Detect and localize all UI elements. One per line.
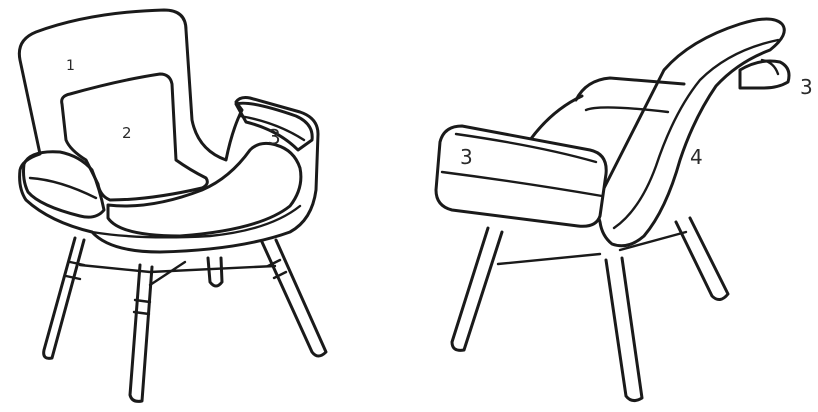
rear-chair-legs xyxy=(452,218,728,401)
front-chair-legs xyxy=(44,238,326,401)
label-armrest: 3 xyxy=(268,125,281,149)
rear-chair-handle xyxy=(740,61,789,88)
label-shell: 1 xyxy=(66,58,75,74)
front-chair-view: 1 2 3 xyxy=(19,10,326,401)
rear-chair-armrest xyxy=(436,126,606,226)
label-side-panel: 4 xyxy=(690,145,703,169)
rear-chair-shell xyxy=(598,19,784,246)
label-armrest-right: 3 xyxy=(800,75,813,99)
label-armrest-left: 3 xyxy=(460,145,473,169)
rear-chair-view: 3 4 3 xyxy=(436,19,813,401)
label-back-cushion: 2 xyxy=(122,124,132,142)
